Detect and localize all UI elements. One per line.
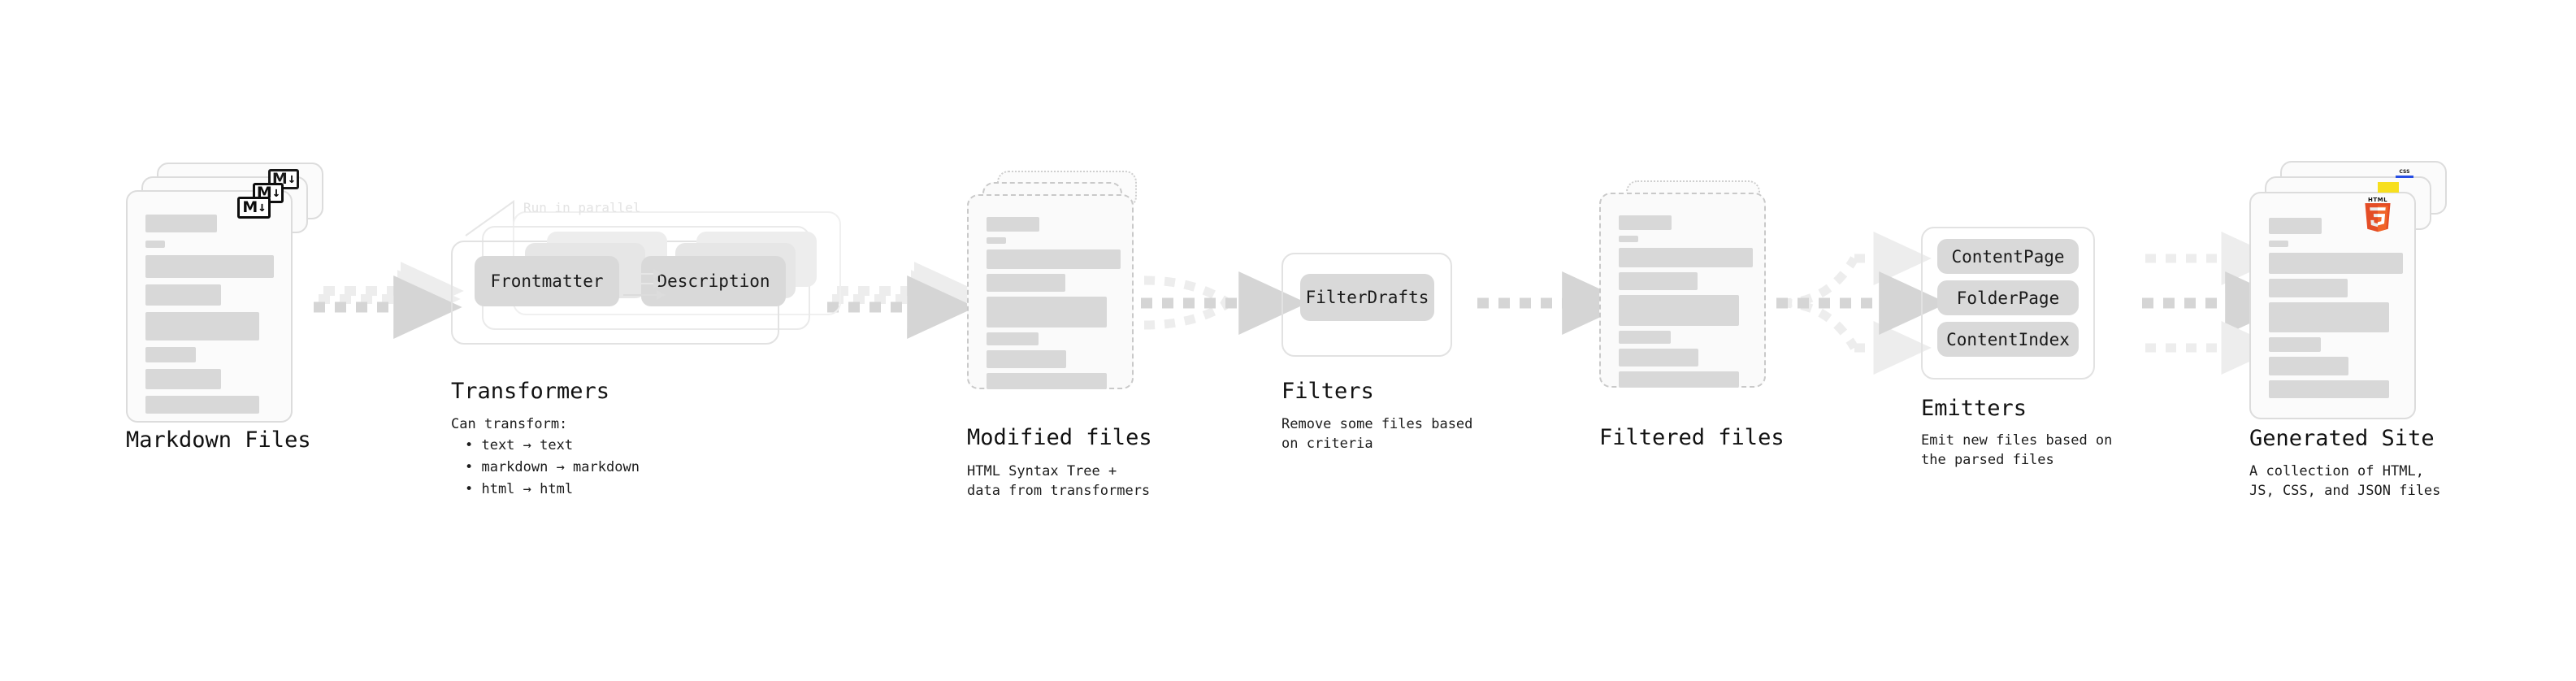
connector-emitters-to-site: [2142, 232, 2294, 375]
markdown-icon-arrow: ↓: [258, 199, 266, 215]
transformers-group: Frontmatter Description: [451, 207, 841, 362]
stage-title-modified-files: Modified files: [967, 425, 1152, 450]
markdown-icon-arrow-middle: ↓: [271, 184, 280, 201]
html5-icon-shield: [2365, 203, 2391, 232]
stage-title-emitters: Emitters: [1921, 396, 2027, 421]
filtered-file-content-lines: [1601, 194, 1764, 388]
run-in-parallel-annotation: Run in parallel: [523, 200, 641, 215]
markdown-icon-arrow-back: ↓: [287, 171, 296, 187]
file-card-front: [126, 190, 293, 423]
stage-title-filters: Filters: [1281, 379, 1374, 404]
transformers-subtitle: Can transform:: [451, 416, 568, 432]
connector-filtered-to-emitters: [1776, 232, 1948, 375]
emitter-pill-contentpage-label: ContentPage: [1951, 246, 2065, 267]
stage-title-generated-site: Generated Site: [2249, 426, 2435, 451]
markdown-icon-letter: M: [242, 198, 258, 216]
filters-group: [1281, 253, 1452, 357]
js-icon: [2378, 182, 2399, 193]
modified-files-subtitle: HTML Syntax Tree + data from transformer…: [967, 463, 1151, 499]
filtered-file-card-front: [1599, 193, 1766, 388]
html5-icon: HTML: [2363, 197, 2392, 239]
emitter-pill-contentpage[interactable]: ContentPage: [1937, 239, 2079, 274]
emitter-pill-contentindex-label: ContentIndex: [1946, 329, 2070, 349]
transformers-bullet-0: • text → text: [465, 437, 574, 453]
stage-title-filtered-files: Filtered files: [1599, 425, 1785, 450]
emitter-pill-folderpage-label: FolderPage: [1956, 288, 2060, 308]
transformers-bullet-1: • markdown → markdown: [465, 459, 640, 475]
connector-transformers-to-modified: [827, 262, 978, 339]
transformer-pill-description-label: Description: [657, 271, 770, 291]
generated-site-stack: CSS HTML: [2249, 161, 2461, 425]
generated-site-subtitle: A collection of HTML, JS, CSS, and JSON …: [2249, 463, 2441, 499]
markdown-files-stack: M ↓ M ↓ M ↓: [126, 163, 329, 423]
transformers-bullet-2: • html → html: [465, 481, 574, 497]
transformer-pill-description[interactable]: Description: [641, 256, 786, 306]
modified-file-content-lines: [969, 196, 1132, 389]
emitters-subtitle: Emit new files based on the parsed files: [1921, 432, 2113, 468]
modified-files-stack: [967, 171, 1162, 423]
transformer-pill-frontmatter-label: Frontmatter: [490, 271, 604, 291]
css-icon: CSS: [2396, 169, 2413, 178]
emitter-pill-folderpage[interactable]: FolderPage: [1937, 280, 2079, 315]
transformer-pill-frontmatter[interactable]: Frontmatter: [475, 256, 619, 306]
emitter-pill-contentindex[interactable]: ContentIndex: [1937, 322, 2079, 357]
filtered-files-stack: [1599, 180, 1786, 424]
emitters-group: [1921, 227, 2095, 380]
markdown-icon: M ↓: [237, 197, 271, 219]
stage-title-transformers: Transformers: [451, 379, 610, 404]
filters-subtitle: Remove some files based on criteria: [1281, 416, 1473, 452]
css-icon-caption: CSS: [2399, 169, 2410, 175]
markdown-icon-letter-middle: M: [256, 184, 272, 202]
html5-icon-caption: HTML: [2367, 197, 2388, 203]
filter-pill-filterdrafts-label: FilterDrafts: [1305, 288, 1429, 307]
file-content-lines: [128, 192, 291, 421]
markdown-icon-letter-back: M: [271, 170, 288, 188]
filter-pill-filterdrafts[interactable]: FilterDrafts: [1300, 274, 1434, 321]
modified-file-card-front: [967, 194, 1134, 389]
markdown-icon-back: M ↓: [268, 169, 299, 189]
stage-title-markdown-files: Markdown Files: [126, 427, 311, 453]
